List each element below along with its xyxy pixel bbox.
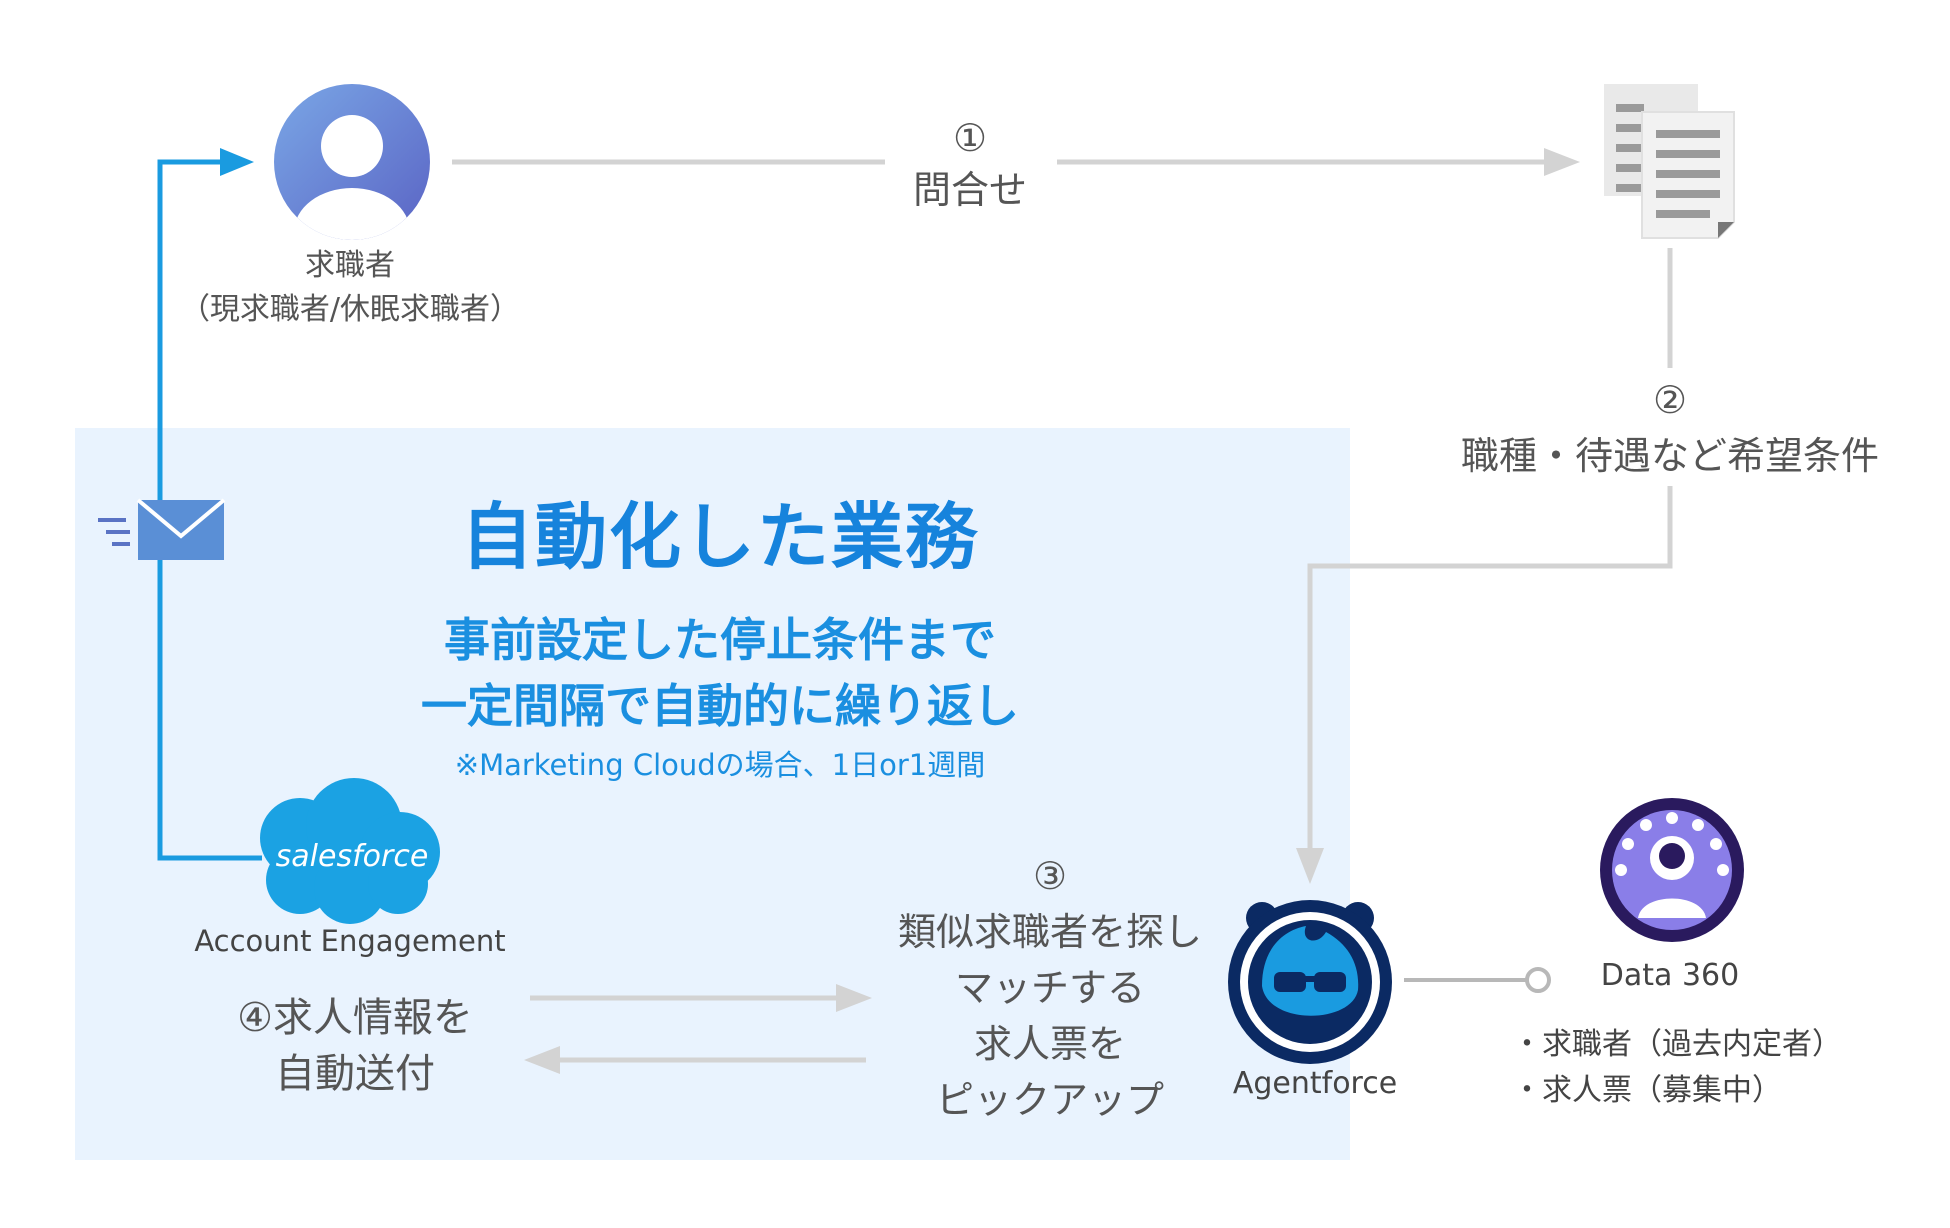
step4-line1: ④求人情報を	[237, 995, 473, 1041]
step2-text: 職種・待遇など希望条件	[1460, 434, 1879, 478]
step4-label: ④求人情報を 自動送付	[190, 990, 520, 1102]
conditions-connector	[1307, 486, 1673, 866]
job-seeker-label: 求職者 （現求職者/休眠求職者）	[160, 244, 540, 332]
job-seeker-label-line1: 求職者	[305, 248, 395, 283]
step1-text: 問合せ	[912, 168, 1027, 212]
salesforce-logo: salesforce	[260, 778, 440, 924]
step1-number: ①	[952, 116, 988, 160]
data-cloud-item-job-seekers: ・求職者（過去内定者）	[1512, 1027, 1842, 1062]
step3-line1: 類似求職者を探し	[897, 910, 1202, 954]
agentforce-icon	[1228, 900, 1392, 1064]
step3-line2: マッチする	[954, 966, 1145, 1010]
data-cloud-item-job-postings: ・求人票（募集中）	[1512, 1073, 1782, 1108]
data-cloud-icon	[1600, 798, 1744, 942]
salesforce-logo-text: salesforce	[276, 839, 429, 874]
left-arrowhead	[524, 1046, 560, 1074]
step2-label: ② 職種・待遇など希望条件	[1430, 372, 1910, 484]
data-cloud-list: ・求職者（過去内定者） ・求人票（募集中）	[1512, 1022, 1912, 1114]
documents-icon	[1604, 84, 1735, 239]
right-arrowhead	[836, 984, 872, 1012]
data-cloud-connector-node	[1525, 967, 1551, 993]
panel-note: ※Marketing Cloudの場合、1日or1週間	[454, 748, 986, 782]
email-loop-arrowhead	[220, 148, 254, 176]
salesforce-label: Account Engagement	[194, 924, 506, 958]
step3-number: ③	[1032, 854, 1068, 898]
step3-line3: 求人票を	[973, 1022, 1126, 1066]
step3-line4: ピックアップ	[935, 1078, 1164, 1122]
panel-subtitle-line2: 一定間隔で自動的に繰り返し	[421, 679, 1019, 733]
conditions-arrowhead	[1296, 848, 1324, 884]
automation-panel	[75, 428, 1350, 1160]
data-cloud-label: Data 360	[1600, 958, 1740, 993]
person-icon	[274, 84, 430, 240]
inquiry-arrowhead	[1544, 148, 1580, 176]
panel-title: 自動化した業務	[460, 495, 979, 579]
panel-subtitle-line1: 事前設定した停止条件まで	[444, 613, 996, 667]
email-icon	[98, 498, 226, 560]
step4-line2: 自動送付	[275, 1051, 435, 1097]
step1-label: ① 問合せ	[880, 112, 1060, 216]
step3-label: ③ 類似求職者を探し マッチする 求人票を ピックアップ	[870, 848, 1230, 1128]
step2-number: ②	[1652, 378, 1688, 422]
agentforce-label: Agentforce	[1232, 1066, 1398, 1101]
job-seeker-label-line2: （現求職者/休眠求職者）	[179, 292, 521, 327]
